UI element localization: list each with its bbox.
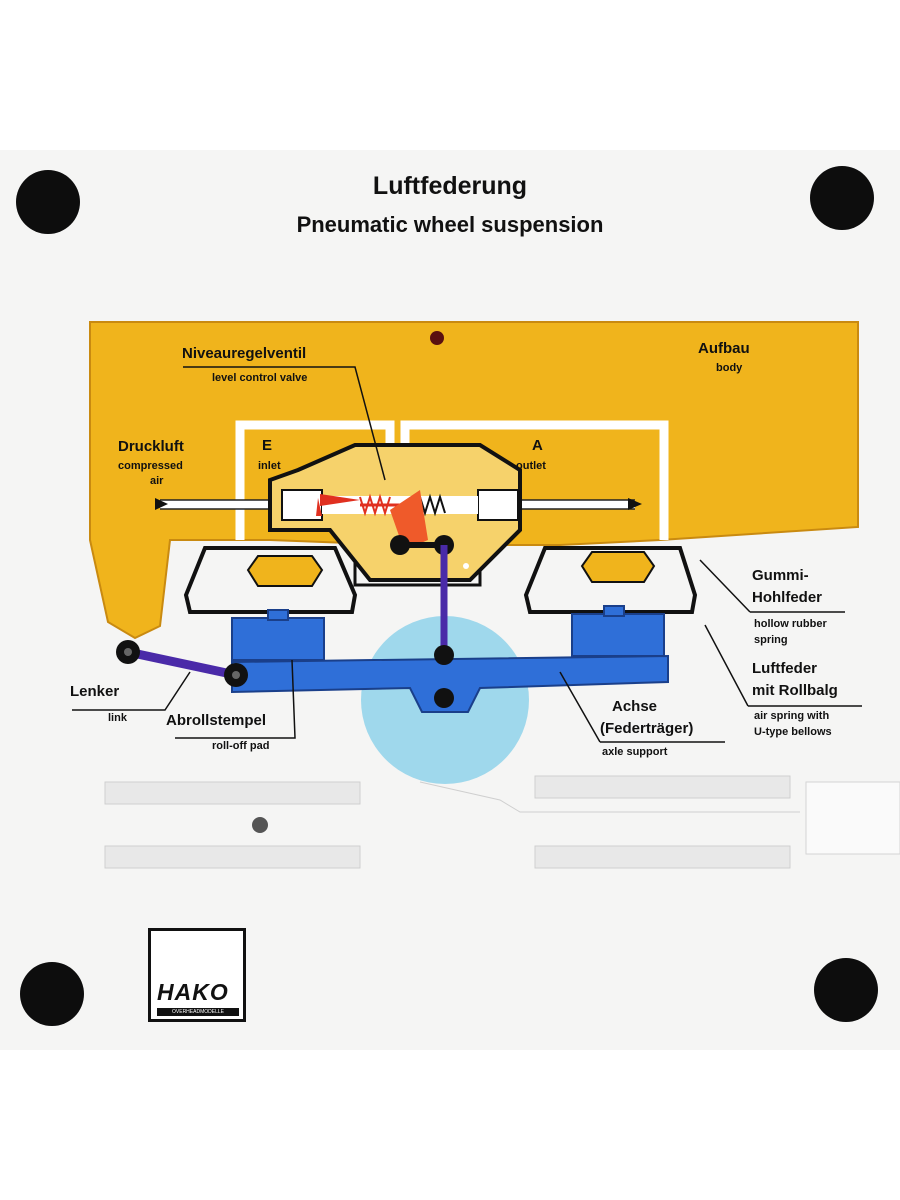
air-line-edges	[160, 499, 635, 510]
label-link-en: link	[108, 712, 127, 724]
label-roll-off-pad-en: roll-off pad	[212, 740, 270, 752]
link-arm	[127, 647, 237, 680]
label-outlet-en: outlet	[516, 460, 546, 472]
mounting-hole-top-left	[16, 170, 80, 234]
roll-off-pads	[231, 605, 665, 661]
label-rubber-spring: Gummi-	[752, 567, 809, 584]
rubber-springs	[246, 551, 656, 587]
label-rubber-spring-2: Hohlfeder	[752, 589, 823, 606]
label-compressed-air-en2: air	[150, 475, 164, 487]
label-axle: Achse	[612, 698, 658, 715]
mounting-hole-top-right	[810, 166, 874, 230]
diagram-subtitle: Pneumatic wheel suspension	[296, 212, 604, 237]
mounting-hole-bottom-left	[20, 962, 84, 1026]
slider-tab	[805, 781, 900, 855]
label-air-spring-2: mit Rollbalg	[752, 682, 838, 699]
label-inlet-en: inlet	[258, 460, 281, 472]
label-rubber-spring-en1: hollow rubber	[754, 618, 827, 630]
logo-name: HAKO	[157, 979, 229, 1005]
outlet-arrow	[628, 498, 642, 510]
label-outlet: A	[532, 437, 543, 454]
label-compressed-air: Druckluft	[118, 438, 184, 455]
label-compressed-air-en1: compressed	[118, 460, 183, 472]
body-screw	[430, 331, 444, 345]
diagram-title: Luftfederung	[372, 172, 528, 200]
leader-lines	[72, 366, 862, 743]
label-body: Aufbau	[698, 340, 750, 357]
label-roll-off-pad: Abrollstempel	[166, 712, 267, 729]
label-valve-en: level control valve	[212, 372, 308, 384]
level-control-valve	[268, 443, 522, 587]
slider-rails	[104, 775, 800, 869]
air-spring-bellows	[183, 546, 698, 614]
label-rubber-spring-en2: spring	[754, 634, 788, 646]
label-inlet: E	[262, 437, 273, 454]
pivots	[116, 640, 454, 708]
label-link: Lenker	[70, 683, 120, 700]
label-body-en: body	[716, 362, 743, 374]
hako-logo: HAKO OVERHEADMODELLE	[148, 928, 246, 1022]
inlet-arrow	[155, 498, 168, 510]
label-axle-en: axle support	[602, 746, 668, 758]
air-lines	[160, 420, 669, 540]
label-air-spring: Luftfeder	[752, 660, 817, 677]
label-air-spring-en2: U-type bellows	[754, 726, 832, 738]
label-axle-2: (Federträger)	[600, 720, 694, 737]
axle-support	[231, 654, 669, 713]
label-valve: Niveauregelventil	[182, 345, 307, 362]
slider-screw	[252, 817, 268, 833]
label-air-spring-en1: air spring with	[754, 710, 830, 722]
logo-subtitle: OVERHEADMODELLE	[157, 1008, 239, 1016]
mounting-hole-bottom-right	[814, 958, 878, 1022]
